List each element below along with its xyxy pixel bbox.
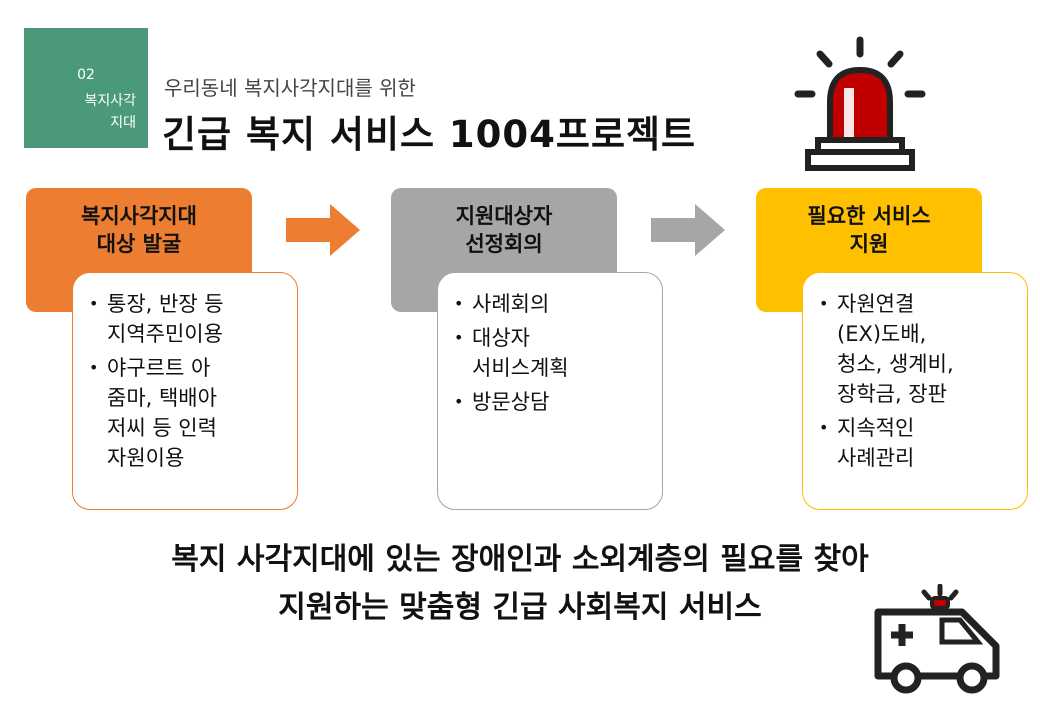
list-item-line: 사례회의 bbox=[472, 292, 550, 316]
bullet-icon: • bbox=[819, 418, 829, 437]
bullet-icon: • bbox=[89, 294, 99, 313]
bullet-icon: • bbox=[454, 392, 464, 411]
summary-line: 복지 사각지대에 있는 장애인과 소외계층의 필요를 찾아 bbox=[171, 542, 869, 577]
list-item-line: (EX)도배, bbox=[837, 322, 927, 346]
list-item-line: 야구르트 아 bbox=[107, 356, 211, 380]
step-box-discovery: • 통장, 반장 등 지역주민이용 • 야구르트 아 줌마, 택배아 저씨 등 … bbox=[72, 272, 298, 510]
list-item: • 사례회의 bbox=[448, 289, 652, 319]
list-item: • 지속적인 사례관리 bbox=[813, 413, 1017, 473]
list-item-line: 사례관리 bbox=[837, 446, 915, 470]
bullet-icon: • bbox=[819, 294, 829, 313]
summary-line: 지원하는 맞춤형 긴급 사회복지 서비스 bbox=[278, 590, 762, 625]
page-title: 긴급 복지 서비스 1004프로젝트 bbox=[162, 113, 697, 156]
list-item-line: 대상자 bbox=[472, 326, 530, 350]
list-item-line: 서비스계획 bbox=[472, 356, 569, 380]
section-label-line: 지대 bbox=[110, 115, 136, 131]
section-label: 복지사각 지대 bbox=[24, 90, 148, 134]
step-header-line: 지원 bbox=[849, 232, 889, 256]
step-header-line: 필요한 서비스 bbox=[807, 204, 931, 228]
page-subtitle: 우리동네 복지사각지대를 위한 bbox=[164, 76, 416, 100]
list-item-line: 자원이용 bbox=[107, 446, 185, 470]
arrow-right-icon bbox=[651, 204, 725, 260]
bullet-icon: • bbox=[454, 294, 464, 313]
ambulance-icon bbox=[872, 583, 1006, 698]
list-item: • 대상자 서비스계획 bbox=[448, 323, 652, 383]
list-item-line: 방문상담 bbox=[472, 390, 550, 414]
list-item-line: 저씨 등 인력 bbox=[107, 416, 217, 440]
list-item-line: 장학금, 장판 bbox=[837, 382, 947, 406]
step-header-line: 선정회의 bbox=[465, 232, 543, 256]
list-item: • 야구르트 아 줌마, 택배아 저씨 등 인력 자원이용 bbox=[83, 353, 287, 473]
siren-icon bbox=[792, 36, 932, 180]
step-header-line: 대상 발굴 bbox=[96, 232, 182, 256]
bullet-icon: • bbox=[89, 358, 99, 377]
section-number: 02 bbox=[77, 67, 95, 83]
list-item: • 자원연결 (EX)도배, 청소, 생계비, 장학금, 장판 bbox=[813, 289, 1017, 409]
list-item-line: 자원연결 bbox=[837, 292, 915, 316]
list-item-line: 통장, 반장 등 bbox=[107, 292, 224, 316]
section-badge: 02 복지사각 지대 bbox=[24, 28, 148, 148]
step-header-line: 복지사각지대 bbox=[81, 204, 197, 228]
step-box-meeting: • 사례회의 • 대상자 서비스계획 • 방문상담 bbox=[437, 272, 663, 510]
arrow-right-icon bbox=[286, 204, 360, 260]
step-header-line: 지원대상자 bbox=[455, 204, 553, 228]
list-item-line: 지역주민이용 bbox=[107, 322, 223, 346]
list-item: • 방문상담 bbox=[448, 387, 652, 417]
list-item-line: 지속적인 bbox=[837, 416, 915, 440]
section-label-line: 복지사각 bbox=[84, 93, 136, 109]
list-item: • 통장, 반장 등 지역주민이용 bbox=[83, 289, 287, 349]
step-box-support: • 자원연결 (EX)도배, 청소, 생계비, 장학금, 장판 • 지속적인 사… bbox=[802, 272, 1028, 510]
list-item-line: 청소, 생계비, bbox=[837, 352, 954, 376]
list-item-line: 줌마, 택배아 bbox=[107, 386, 217, 410]
bullet-icon: • bbox=[454, 328, 464, 347]
